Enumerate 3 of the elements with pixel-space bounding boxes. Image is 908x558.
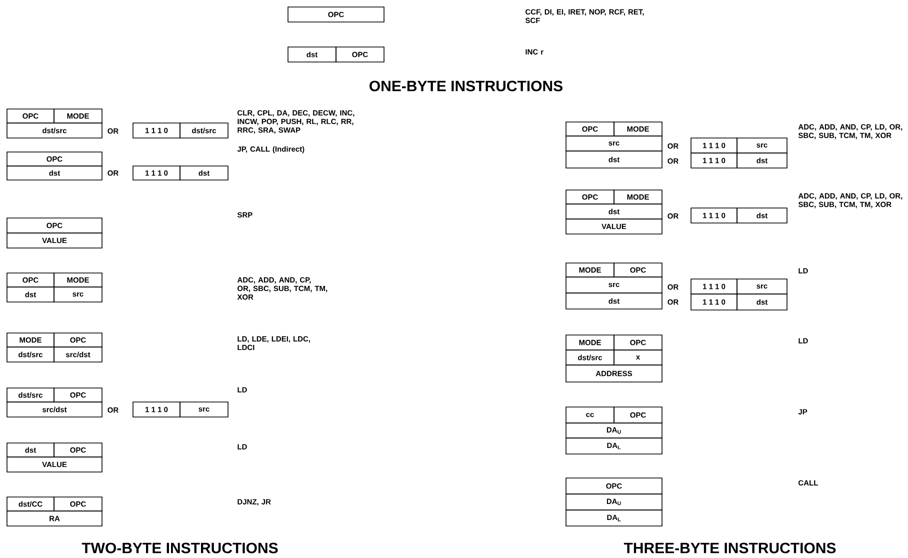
section-title: ONE-BYTE INSTRUCTIONS	[370, 80, 562, 92]
section-title: TWO-BYTE INSTRUCTIONS	[82, 542, 278, 554]
section-title: THREE-BYTE INSTRUCTIONS	[624, 542, 836, 554]
